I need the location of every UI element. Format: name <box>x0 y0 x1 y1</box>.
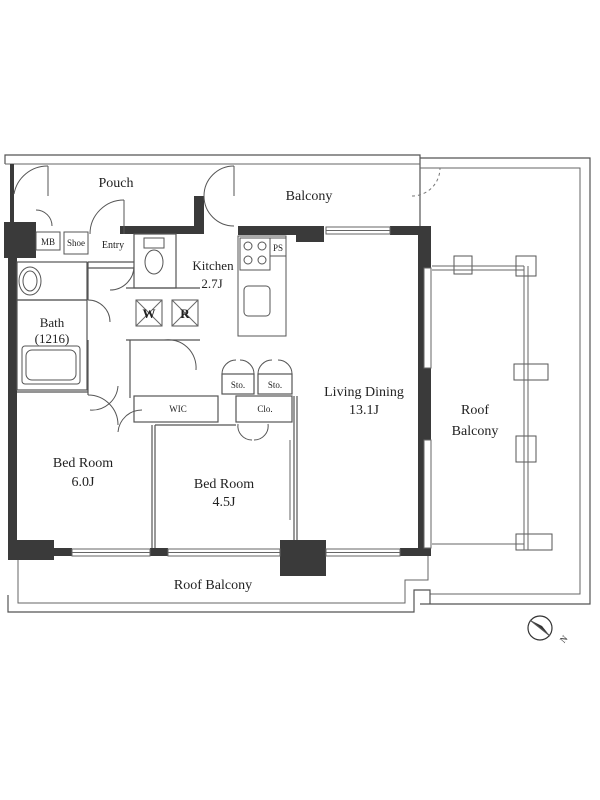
label-bath: Bath <box>40 315 65 330</box>
room-labels: Pouch Balcony MB Shoe Entry Kitchen 2.7J… <box>35 176 499 593</box>
compass: N <box>527 615 570 645</box>
label-bed-2-size: 4.5J <box>213 495 237 510</box>
label-washer: W <box>143 306 156 321</box>
label-sto-1: Sto. <box>231 380 245 390</box>
fixtures <box>18 231 553 551</box>
label-roof-balcony-bottom: Roof Balcony <box>174 578 252 593</box>
label-balcony: Balcony <box>286 189 333 204</box>
label-pouch: Pouch <box>99 176 134 191</box>
label-bath-size: (1216) <box>35 331 70 346</box>
label-roof-balcony-right-1: Roof <box>461 403 489 418</box>
label-wic: WIC <box>169 404 187 414</box>
label-shoe: Shoe <box>67 238 85 248</box>
label-living-size: 13.1J <box>349 403 380 418</box>
windows <box>71 226 432 557</box>
label-roof-balcony-right-2: Balcony <box>452 424 499 439</box>
interior-walls <box>16 233 298 548</box>
label-kitchen: Kitchen <box>192 258 234 273</box>
label-bed-1-size: 6.0J <box>72 475 96 490</box>
label-bed-2: Bed Room <box>194 477 254 492</box>
label-bed-1: Bed Room <box>53 456 113 471</box>
label-kitchen-size: 2.7J <box>201 276 222 291</box>
compass-label: N <box>558 633 570 645</box>
label-clo: Clo. <box>257 404 272 414</box>
label-sto-2: Sto. <box>268 380 282 390</box>
label-living: Living Dining <box>324 385 404 400</box>
label-entry: Entry <box>102 240 124 251</box>
doors <box>13 165 441 441</box>
label-mb: MB <box>41 237 55 247</box>
label-ps: PS <box>273 243 283 253</box>
balcony-outlines <box>4 154 591 613</box>
label-fridge: R <box>180 306 190 321</box>
